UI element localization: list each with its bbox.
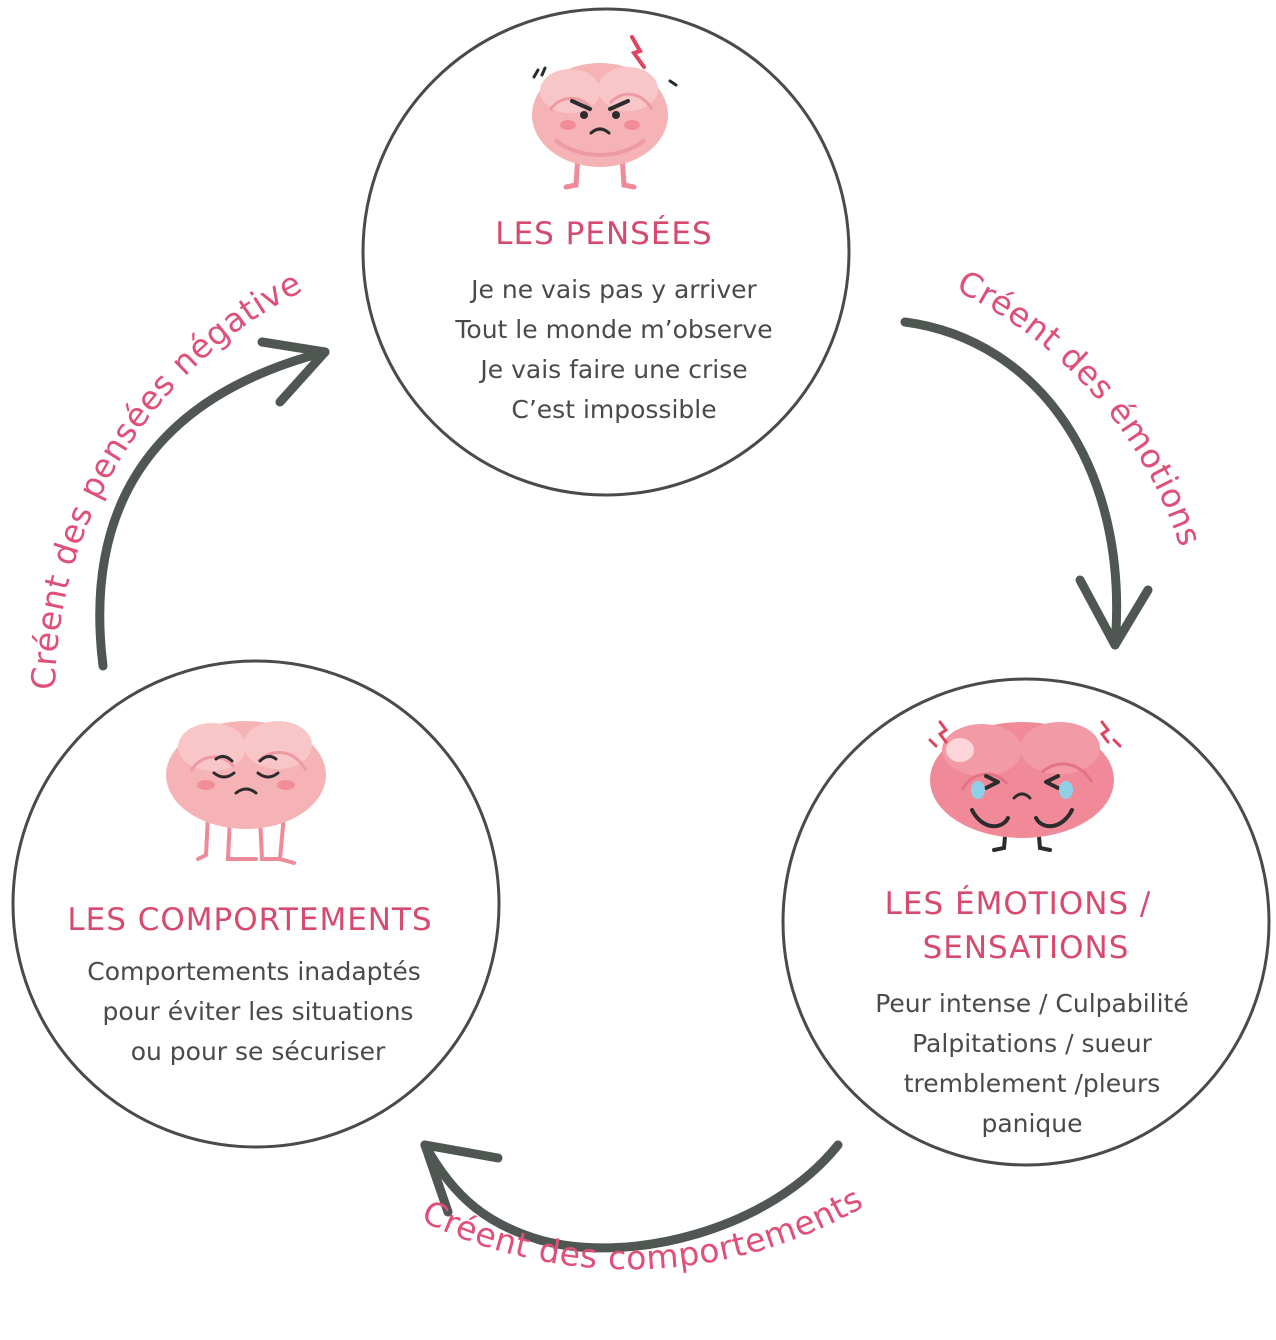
- node-pensees-line: Je ne vais pas y arriver: [469, 275, 757, 304]
- node-pensees-title: LES PENSÉES: [495, 216, 712, 252]
- arrow-pensees-to-emotions: [900, 317, 1153, 650]
- node-emotions-circle: [781, 677, 1271, 1167]
- arrow-comportements-to-pensees: [95, 337, 330, 671]
- node-emotions-line: panique: [981, 1109, 1082, 1138]
- node-emotions-title: SENSATIONS: [923, 930, 1130, 966]
- angry-brain-icon: [532, 35, 678, 190]
- arrow-emotions-to-comportements: [420, 1140, 843, 1253]
- node-pensees-line: Je vais faire une crise: [478, 355, 747, 384]
- node-emotions-line: Palpitations / sueur: [912, 1029, 1152, 1058]
- node-pensees-line: Tout le monde m’observe: [454, 315, 772, 344]
- node-comportements: LES COMPORTEMENTS Comportements inadapté…: [11, 659, 501, 1149]
- node-emotions: LES ÉMOTIONS / SENSATIONS Peur intense /…: [781, 677, 1271, 1167]
- node-comportements-line: Comportements inadaptés: [87, 957, 420, 986]
- node-emotions-line: Peur intense / Culpabilité: [875, 989, 1189, 1018]
- edge-label-pensees-to-emotions: Créent des émotions: [951, 262, 1210, 551]
- node-comportements-line: ou pour se sécuriser: [131, 1037, 386, 1066]
- node-emotions-line: tremblement /pleurs: [904, 1069, 1161, 1098]
- node-pensees-line: C’est impossible: [511, 395, 716, 424]
- node-comportements-line: pour éviter les situations: [103, 997, 414, 1026]
- node-pensees: LES PENSÉES Je ne vais pas y arriver Tou…: [361, 7, 851, 497]
- crying-brain-icon: [928, 720, 1122, 852]
- edge-label-emotions-to-comportements: Créent des comportements: [417, 1179, 870, 1278]
- sad-brain-icon: [166, 721, 326, 865]
- node-comportements-circle: [11, 659, 501, 1149]
- node-emotions-title: LES ÉMOTIONS /: [885, 886, 1152, 922]
- node-pensees-circle: [361, 7, 851, 497]
- node-comportements-title: LES COMPORTEMENTS: [67, 902, 432, 938]
